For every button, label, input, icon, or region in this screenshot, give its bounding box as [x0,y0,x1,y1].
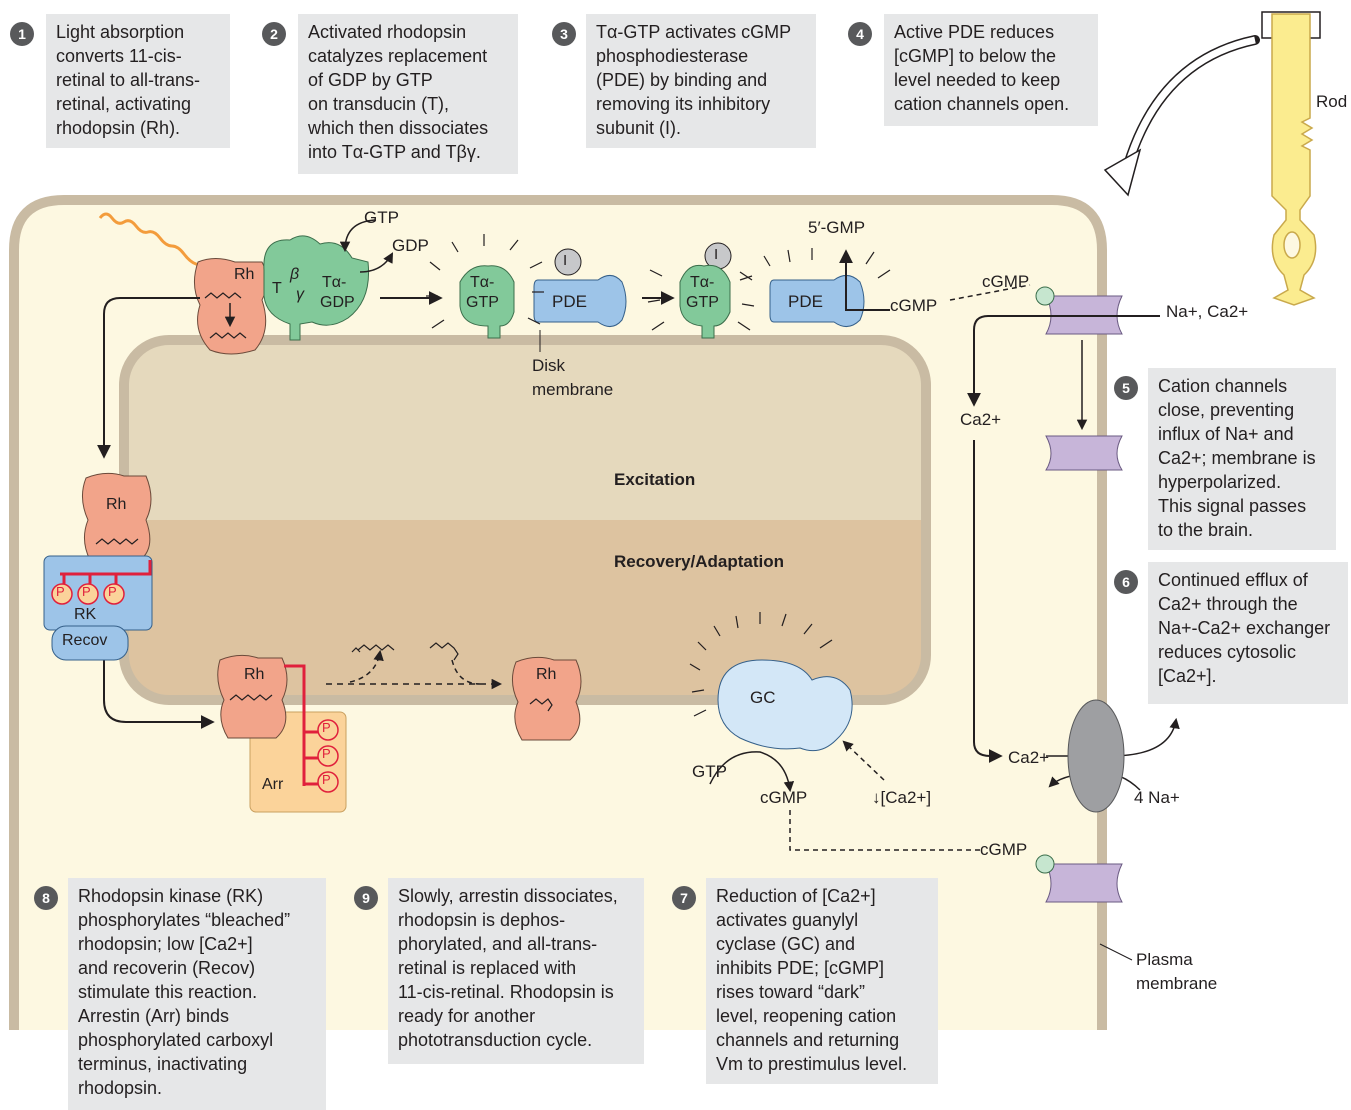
rk-label: RK [74,606,97,623]
five-gmp-label: 5′-GMP [808,218,866,237]
rhodopsin-recovered [512,656,582,741]
cgmp-label-channel: cGMP [982,272,1030,291]
t-alpha-gdp-label-1: Tα- [322,274,347,291]
i-label-bound: I [714,246,719,263]
p-label-arr-1: P [322,720,331,735]
gtp-label-gc: GTP [692,762,727,781]
ca-label-influx: Ca2+ [960,410,1002,429]
step-3-number: 3 [552,22,576,46]
step-8-number: 8 [34,886,58,910]
all-trans-retinal [351,644,395,653]
cgmp-label-pde: cGMP [890,296,938,315]
disk-membrane-label-1: Disk [532,356,566,375]
guanylyl-cyclase [717,659,853,752]
t-alpha-label-bound: Tα- [690,274,715,291]
p-label-rk-3: P [108,584,117,599]
activation-glow-marks [426,234,891,717]
pde-label-active: PDE [788,292,823,311]
pde-inhibitory-subunit [554,248,582,276]
zoom-arrow [1103,35,1260,197]
step-9-box: Slowly, arrestin dissociates,rhodopsin i… [388,878,644,1064]
pde-label-inactive: PDE [552,292,587,311]
four-na-label: 4 Na+ [1134,788,1180,807]
phospho-tail-rk [60,560,152,584]
p-label-arr-3: P [322,772,331,787]
transducin [263,235,370,341]
rh-label-bleached: Rh [106,496,127,513]
cgmp-label-return: cGMP [980,840,1028,859]
gdp-label-top: GDP [392,236,429,255]
t-alpha-gdp-label-2: GDP [320,294,355,311]
ca-label-efflux: Ca2+ [1008,748,1050,767]
phospho-tail-arr [284,664,318,786]
na-ca-label: Na+, Ca2+ [1166,302,1249,321]
na-ca-exchanger [1067,699,1125,813]
cation-channel-reopened [1035,854,1123,903]
step-7-number: 7 [672,886,696,910]
rh-label-recovered: Rh [536,666,557,683]
step-9-number: 9 [354,886,378,910]
step-2-number: 2 [262,22,286,46]
transducin-beta-label: β [290,266,300,283]
disk-recovery-region [124,520,926,700]
arr-label: Arr [262,776,284,793]
p-label-arr-2: P [322,746,331,761]
recoverin [51,625,129,661]
t-alpha-gtp-free [459,265,515,339]
gtp-label-top: GTP [364,208,399,227]
low-ca-label: ↓[Ca2+] [872,788,932,807]
gtp-label-free: GTP [466,294,499,311]
step-6-number: 6 [1114,570,1138,594]
recovery-label: Recovery/Adaptation [614,552,785,571]
rh-label-arrestin: Rh [244,666,265,683]
t-alpha-label-free: Tα- [470,274,495,291]
cgmp-label-gc: cGMP [760,788,808,807]
rod-label: Rod [1316,92,1348,111]
pde-active [769,275,865,327]
phosphate-groups-arr [317,719,339,793]
transducin-gamma-label: γ [296,286,304,303]
11-cis-retinal [429,642,459,661]
p-label-rk-2: P [82,584,91,599]
step-5-number: 5 [1114,376,1138,400]
excitation-label: Excitation [614,470,696,489]
retinal-active [204,292,247,339]
plasma-membrane [9,195,1107,1030]
step-4-number: 4 [848,22,872,46]
rhodopsin-bleached [82,472,152,561]
plasma-membrane-label-2: membrane [1136,974,1218,993]
t-alpha-gtp-bound [679,264,731,339]
rod-cell-icon [1261,11,1321,306]
step-1-number: 1 [10,22,34,46]
rhodopsin-arrestin-bound [217,654,288,739]
pde-inactive [533,275,627,327]
i-label-free: I [563,252,568,269]
rh-label-active: Rh [234,266,255,283]
gtp-label-bound: GTP [686,294,719,311]
p-label-rk-1: P [56,584,65,599]
cation-channel-closed [1045,435,1123,471]
disk-membrane-label-2: membrane [532,380,614,399]
recov-label: Recov [62,632,108,649]
gc-label: GC [750,688,776,707]
phosphate-groups-rk [51,583,125,605]
step-8-box: Rhodopsin kinase (RK)phosphorylates “ble… [68,878,326,1110]
transducin-t-label: T [272,280,282,297]
plasma-membrane-label-1: Plasma [1136,950,1193,969]
